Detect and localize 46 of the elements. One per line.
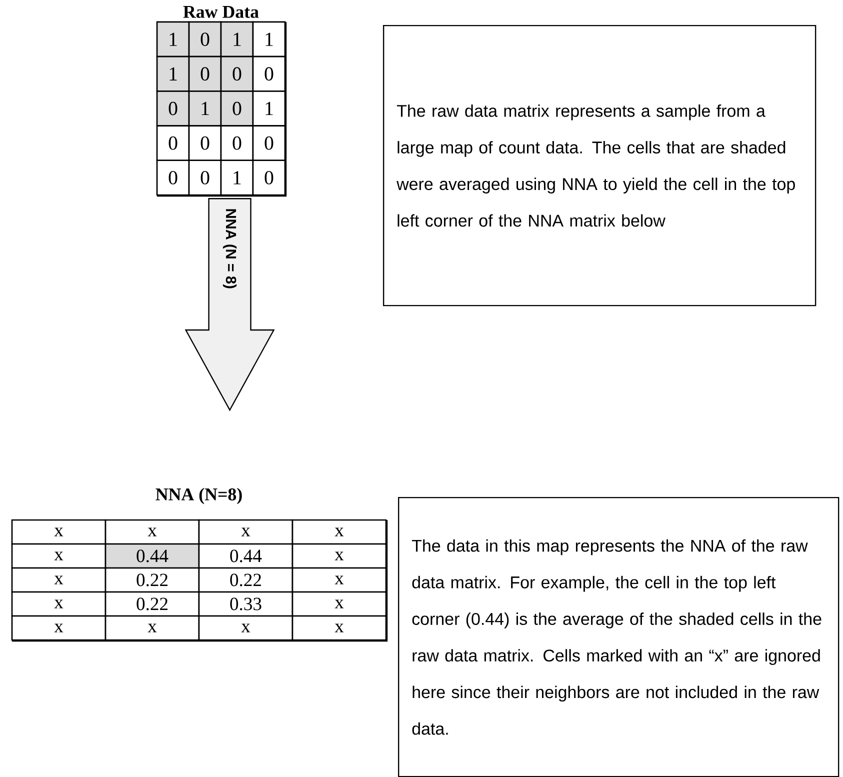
- table-cell: x: [292, 519, 387, 545]
- table-cell: 0: [220, 56, 254, 92]
- table-cell: 0: [188, 56, 222, 92]
- table-cell: 1: [252, 90, 286, 126]
- table-cell: 1: [156, 21, 190, 58]
- table-cell: x: [292, 543, 387, 569]
- table-cell: x: [292, 591, 387, 617]
- table-cell: x: [104, 615, 200, 641]
- table-cell: 1: [156, 56, 190, 92]
- table-cell: 0: [156, 90, 190, 126]
- table-cell: 0: [220, 90, 254, 126]
- table-cell: 0.22: [198, 567, 294, 593]
- node-label: Raw Data: [183, 6, 259, 18]
- table-cell: x: [104, 519, 200, 545]
- table-cell: 0: [252, 56, 286, 92]
- table-cell: x: [11, 591, 106, 617]
- table-cell: 0: [188, 160, 222, 196]
- table-cell: x: [11, 543, 106, 569]
- table-cell: 0: [252, 125, 286, 162]
- table-cell: 0: [188, 21, 222, 58]
- text-box: The data in this map represents the NNA of the raw data matrix. For example, the cell in the top left corner (0.44) is the average of the shaded cells in the raw data matrix. Cells marked with an “x” are ignored here since their neighbors are not included in the raw data.: [398, 496, 840, 777]
- table-cell: x: [11, 567, 106, 593]
- table-cell: x: [198, 615, 294, 641]
- edge-label: NNA (N = 8): [223, 209, 237, 288]
- table-cell: 0.22: [104, 591, 200, 617]
- table-cell: x: [292, 567, 387, 593]
- node-label: NNA (N=8): [156, 488, 242, 504]
- table-cell: x: [11, 615, 106, 641]
- table-cell: 1: [252, 21, 286, 58]
- table-cell: x: [292, 615, 387, 641]
- table-cell: 0: [156, 125, 190, 162]
- table-cell: 0.44: [198, 543, 294, 569]
- table-cell: 0: [220, 125, 254, 162]
- table-cell: 1: [188, 90, 222, 126]
- table-cell: 0: [188, 125, 222, 162]
- table-cell: 1: [220, 160, 254, 196]
- table-cell: 0: [156, 160, 190, 196]
- table-cell: x: [198, 519, 294, 545]
- table-cell: 0.44: [104, 543, 200, 569]
- block-arrow: [184, 198, 275, 412]
- table-cell: x: [11, 519, 106, 545]
- table-cell: 0: [252, 160, 286, 196]
- table-cell: 0.33: [198, 591, 294, 617]
- text-box: The raw data matrix represents a sample from a large map of count data. The cells that are shaded were averaged using NNA to yield the cell in the top left corner of the NNA matrix below: [382, 25, 816, 306]
- table-cell: 0.22: [104, 567, 200, 593]
- table-cell: 1: [220, 21, 254, 58]
